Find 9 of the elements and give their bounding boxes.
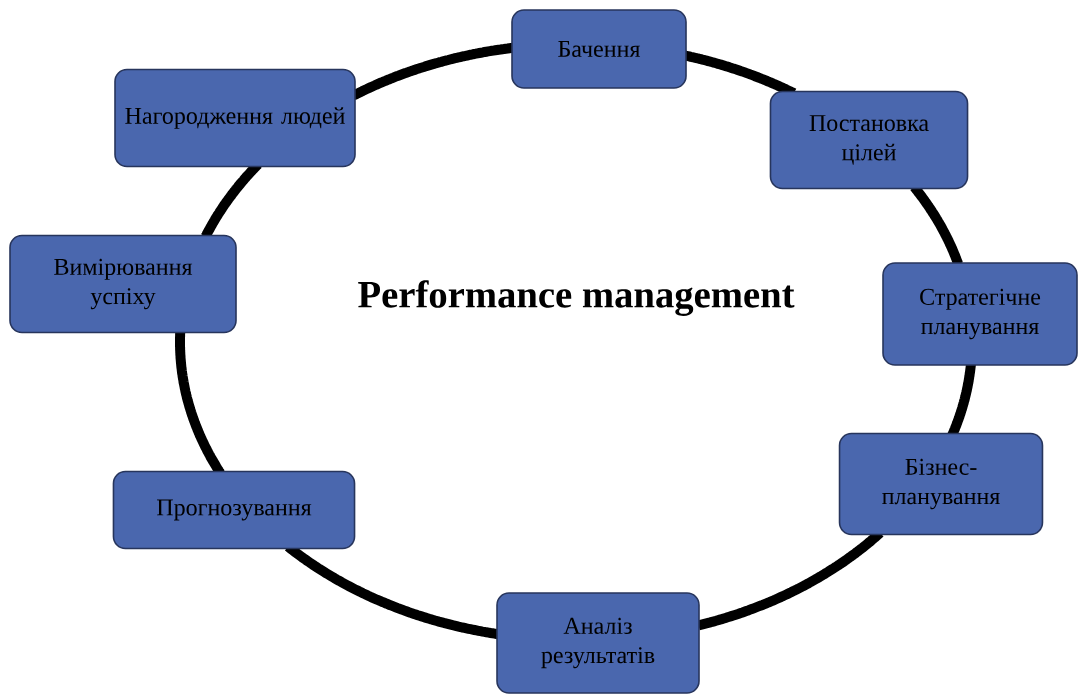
process-box: Нагородження людей: [114, 68, 356, 168]
process-box: Бачення: [511, 9, 687, 89]
process-box: Стратегічне планування: [882, 262, 1078, 366]
process-box: Прогнозування: [112, 470, 356, 550]
process-box: Вимірювання успіху: [9, 234, 237, 334]
process-box: Бізнес- планування: [838, 432, 1044, 536]
process-box: Постановка цілей: [769, 90, 969, 190]
center-title: Performance management: [358, 280, 795, 316]
process-box: Аналіз результатів: [496, 592, 700, 694]
